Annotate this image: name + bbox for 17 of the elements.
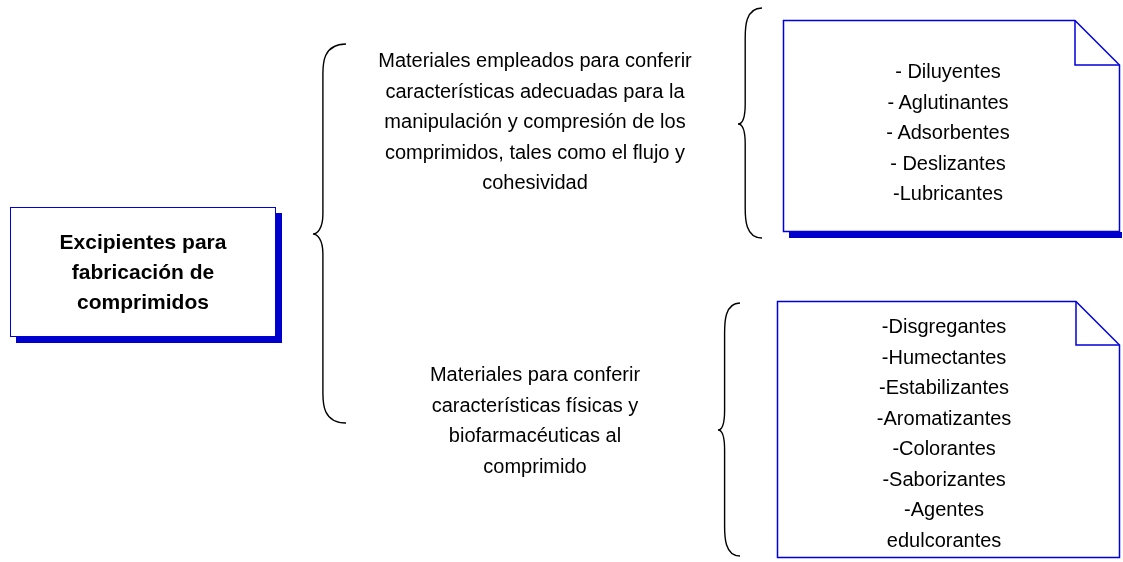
- list-item: -Estabilizantes: [879, 375, 1010, 400]
- list-item: -Colorantes: [892, 436, 996, 461]
- note-shape: [783, 20, 1122, 238]
- list-item: -Lubricantes: [892, 181, 1004, 206]
- list-item: -Aromatizantes: [876, 405, 1012, 431]
- note-shape: [777, 301, 1120, 558]
- description-text: Materiales para conferir características físicas y biofarmacéuticas al comprimido: [428, 362, 642, 479]
- list-item: - Diluyentes: [895, 59, 1001, 84]
- description-text: Materiales empleados para conferir características adecuadas para la manipulación y compresión de los comprimidos, tales como el flujo y cohesividad: [377, 48, 693, 195]
- list-item: - Adsorbentes: [886, 120, 1010, 145]
- box-title: Excipientes para fabricación de comprimidos: [58, 229, 228, 315]
- list-item: -Agentes edulcorantes: [885, 497, 1003, 553]
- list-item: -Saborizantes: [882, 466, 1006, 492]
- list-item: -Humectantes: [881, 344, 1007, 370]
- list-item: - Aglutinantes: [887, 89, 1009, 115]
- list-item: -Disgregantes: [881, 314, 1007, 339]
- list-item: - Deslizantes: [890, 150, 1006, 176]
